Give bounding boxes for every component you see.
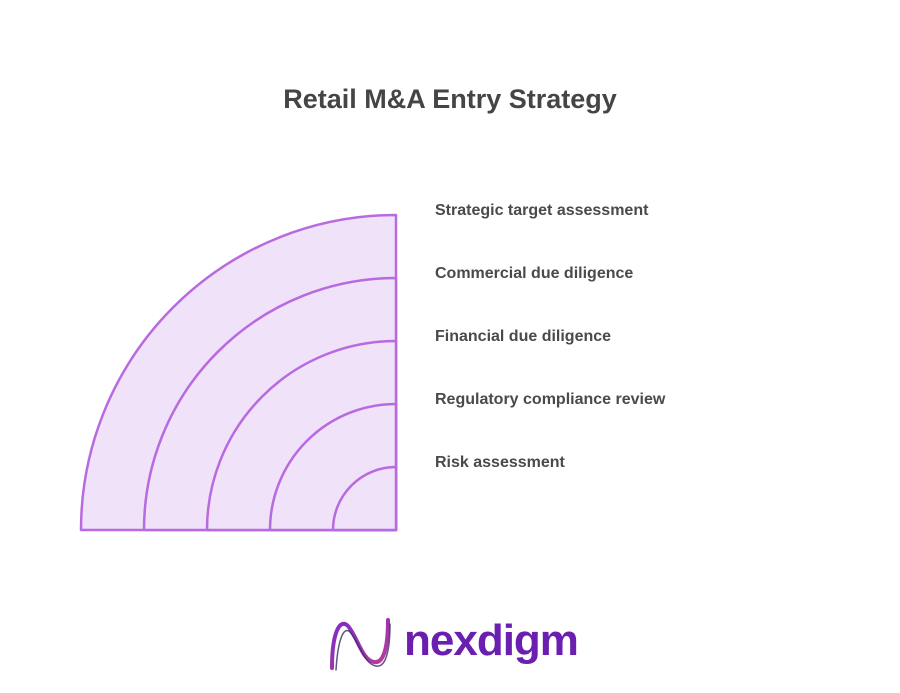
diagram-title: Retail M&A Entry Strategy [283,84,617,114]
logo-wordmark: nexdigm [404,616,579,665]
layer-label-3: Financial due diligence [435,328,612,345]
nexdigm-logo: nexdigm [326,612,586,676]
layer-label-2: Commercial due diligence [435,265,634,282]
nexdigm-wave-logo-icon [330,618,391,671]
layer-label-5: Risk assessment [435,454,565,471]
arc-layer-5 [331,465,398,532]
layer-label-4: Regulatory compliance review [435,391,666,408]
layer-label-1: Strategic target assessment [435,202,649,219]
